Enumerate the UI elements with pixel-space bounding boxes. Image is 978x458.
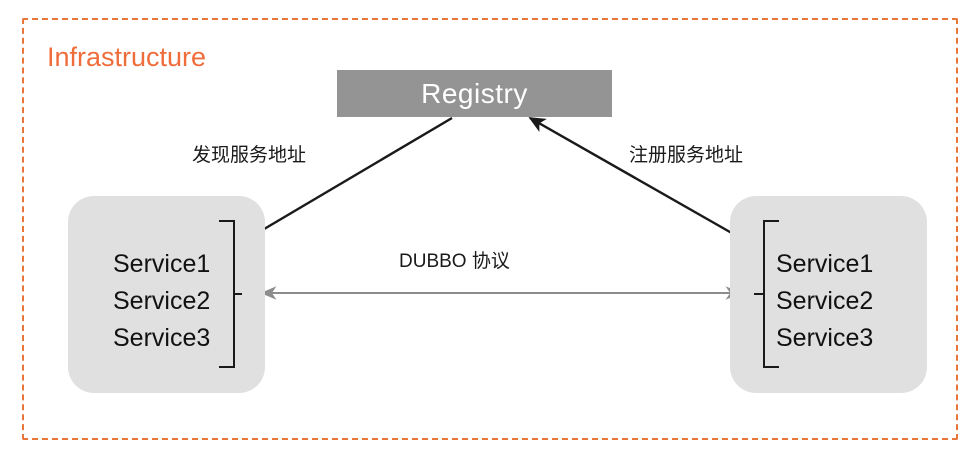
consumer-bracket-nub	[233, 293, 242, 295]
infrastructure-title: Infrastructure	[47, 42, 207, 72]
provider-bracket-nub	[754, 293, 763, 295]
edge-label-discover: 发现服务地址	[192, 145, 307, 166]
provider-service-item: Service3	[776, 324, 874, 352]
provider-service-item: Service2	[776, 287, 874, 315]
node-consumer[interactable]: Service1 Service2 Service3	[68, 196, 265, 393]
provider-service-list: Service1 Service2 Service3	[776, 246, 873, 357]
edge-label-register: 注册服务地址	[629, 145, 744, 166]
provider-service-item: Service1	[776, 250, 874, 278]
consumer-service-item: Service2	[113, 287, 211, 315]
consumer-service-item: Service3	[113, 324, 211, 352]
consumer-service-list: Service1 Service2 Service3	[113, 246, 210, 357]
edge-label-protocol: DUBBO 协议	[399, 251, 510, 272]
node-registry[interactable]: Registry	[337, 70, 612, 117]
consumer-service-item: Service1	[113, 250, 211, 278]
infrastructure-boundary	[22, 18, 958, 440]
registry-label: Registry	[421, 77, 528, 109]
node-provider[interactable]: Service1 Service2 Service3	[730, 196, 927, 393]
provider-group-bracket	[763, 220, 779, 368]
